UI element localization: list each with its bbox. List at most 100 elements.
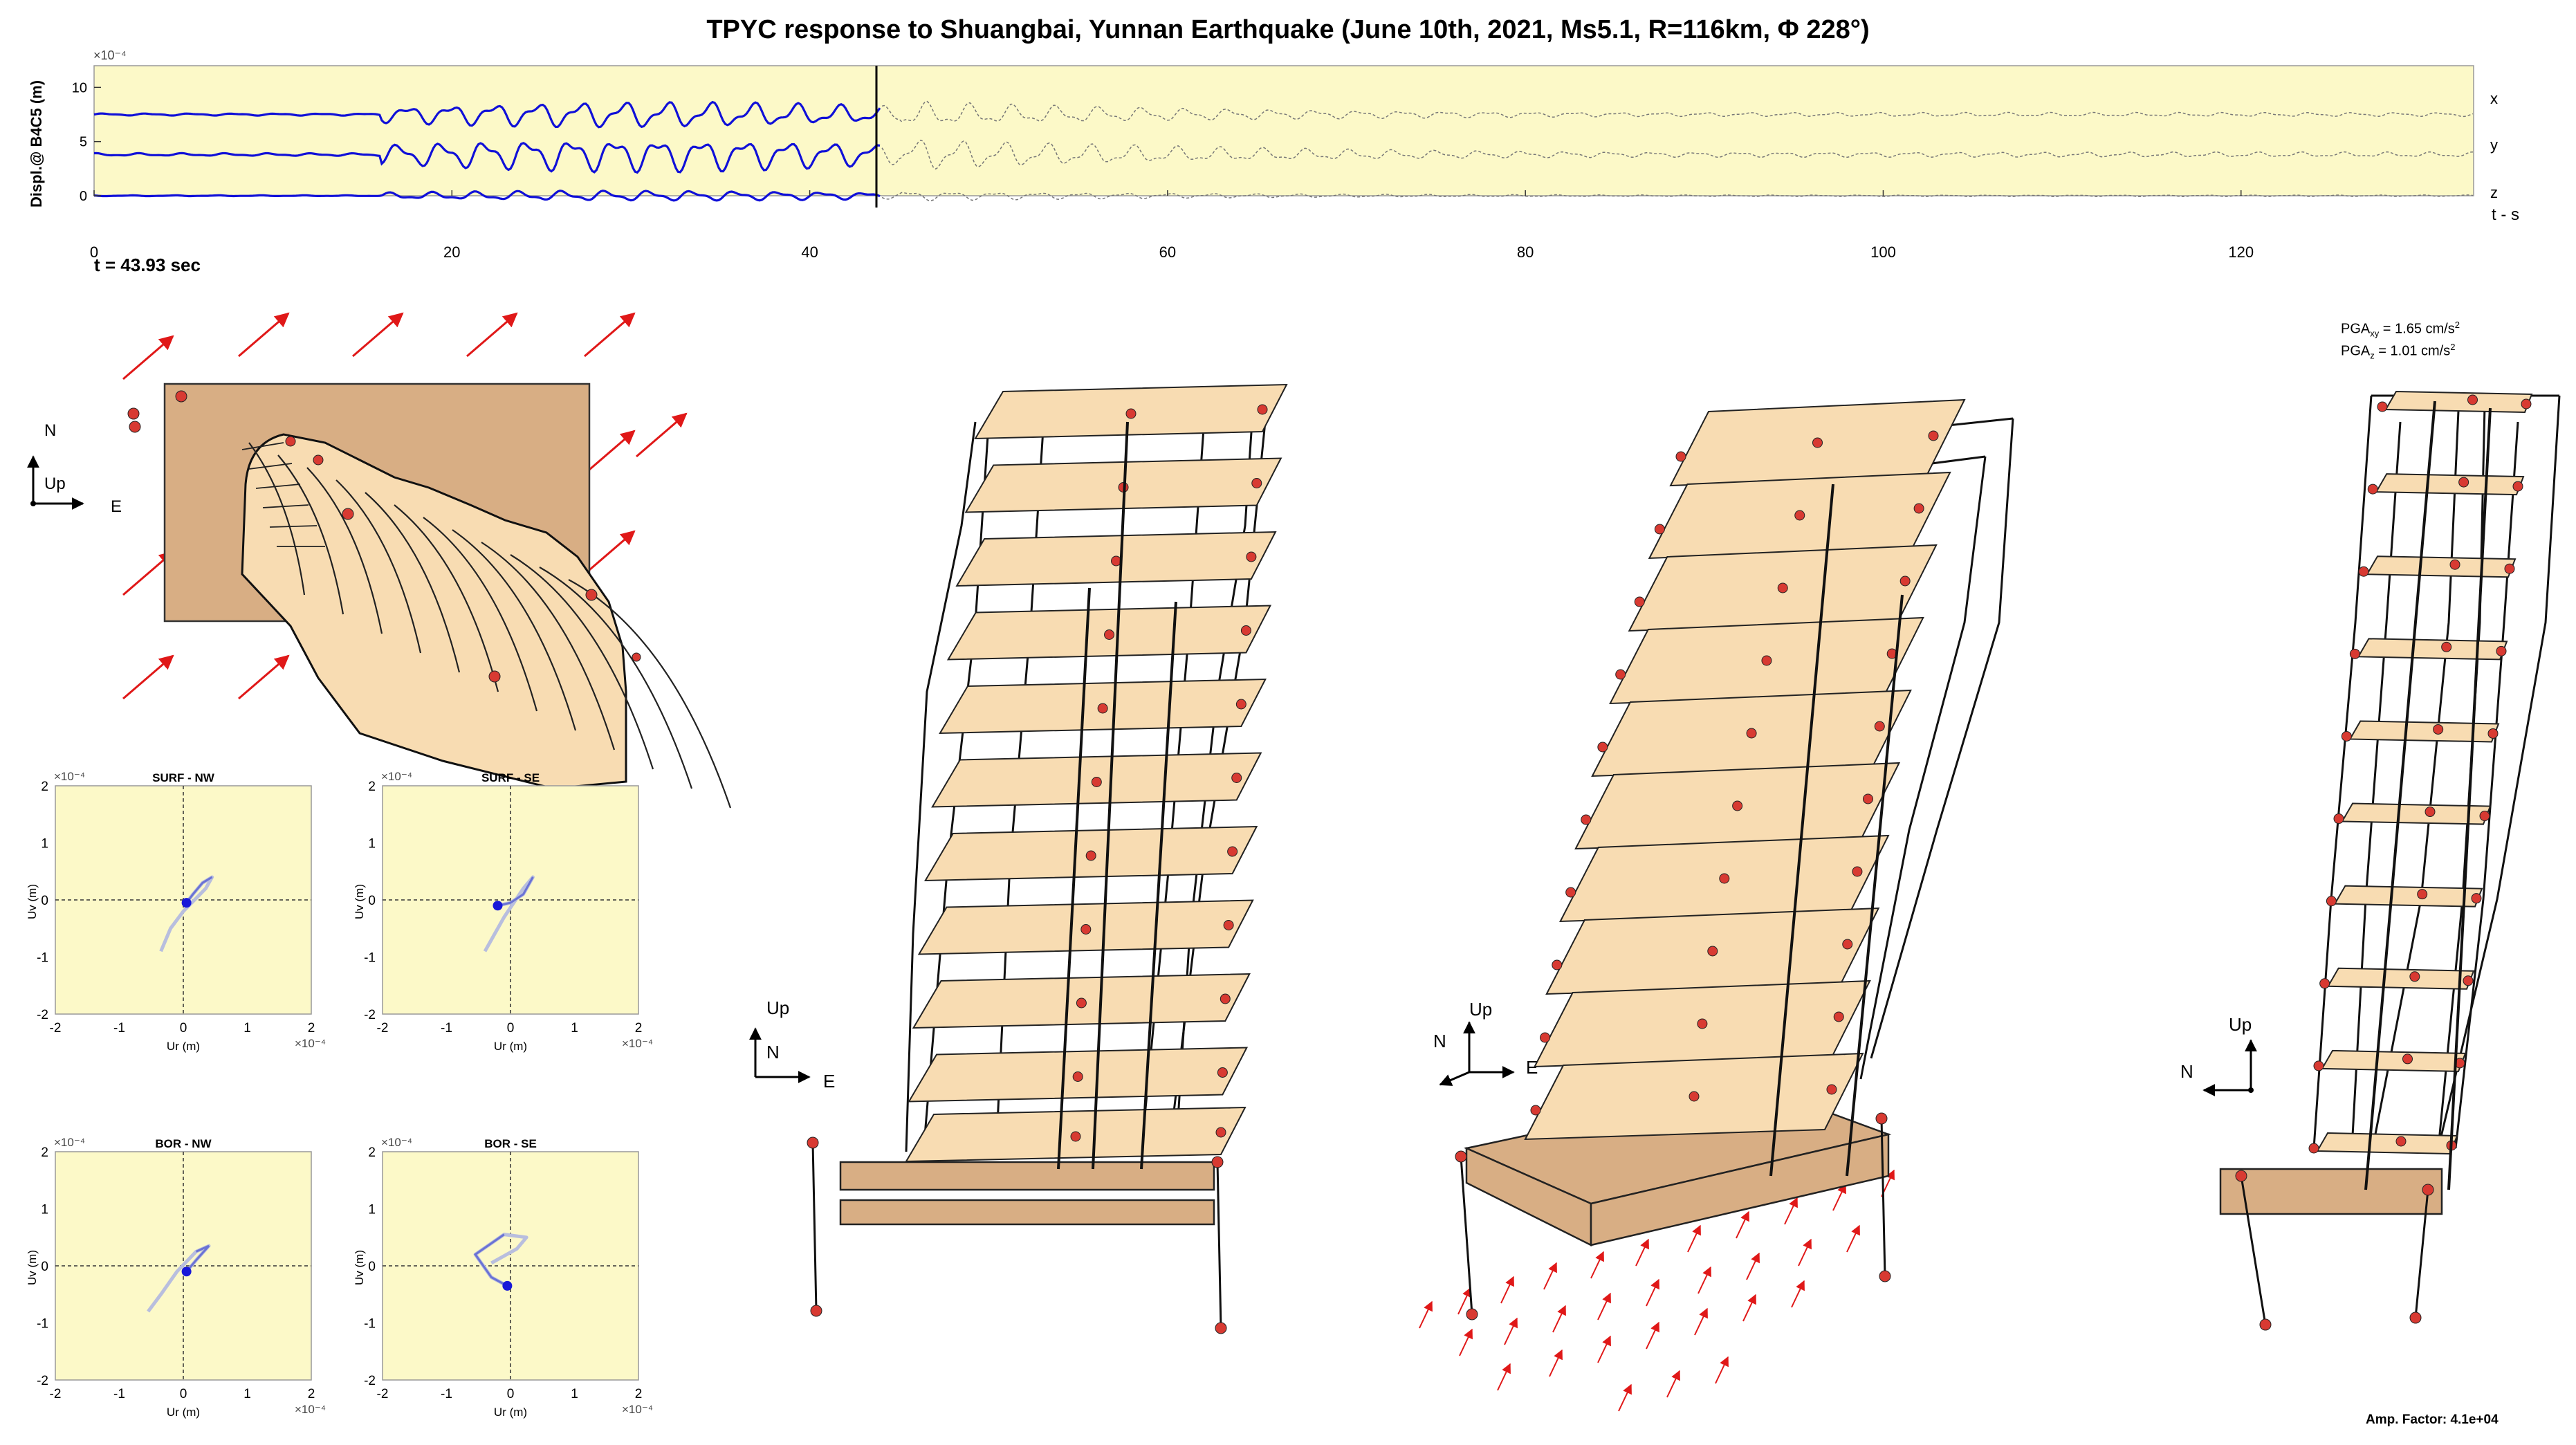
building-node: [1833, 1011, 1844, 1022]
building-node: [2319, 978, 2330, 989]
building-foundation: [839, 1161, 1215, 1191]
orbit-ylabel: Uv (m): [353, 884, 366, 919]
building-node: [1552, 959, 1563, 970]
building-node: [2326, 896, 2337, 907]
building-node: [2512, 481, 2523, 492]
plan-node: [488, 670, 501, 683]
building-node: [2367, 484, 2378, 495]
building-node: [1826, 1084, 1837, 1095]
seismogram-ytick-label: 10: [72, 80, 87, 95]
building-node: [1111, 555, 1122, 567]
building-node: [1675, 451, 1686, 462]
building-pile: [2414, 1189, 2429, 1318]
orbit-current-point: [493, 901, 503, 911]
building-node: [1070, 1131, 1081, 1142]
building-node: [2441, 641, 2452, 652]
view2-axis-triad: Up N E: [1433, 999, 1538, 1086]
orbit-ytick-label: -1: [364, 1317, 376, 1332]
building-node: [2487, 728, 2499, 739]
building-floor-slab: [2348, 720, 2500, 743]
building-view-side: Up N: [2180, 390, 2561, 1331]
ground-motion-arrow: [584, 530, 636, 576]
building-node: [1565, 887, 1576, 898]
ground-motion-arrow: [1597, 1335, 1611, 1363]
ground-motion-arrow: [1590, 1251, 1604, 1279]
orbit-ytick-label: 2: [41, 1145, 48, 1160]
building-node: [1634, 596, 1645, 607]
building-node: [2341, 730, 2352, 742]
ground-motion-arrow: [1500, 1276, 1514, 1304]
orbit-ytick-label: -1: [37, 1317, 48, 1332]
building-node: [1581, 814, 1592, 825]
ground-motion-arrow: [1497, 1363, 1511, 1391]
orbit-ytick-label: 1: [41, 837, 48, 852]
building-pile: [811, 1142, 818, 1311]
orbit-xtick-label: 1: [243, 1387, 251, 1401]
building-core-column: [1057, 587, 1091, 1170]
ground-motion-arrow: [1736, 1211, 1749, 1239]
plan-axis-e: E: [111, 497, 122, 516]
orbit-y-exponent: ×10⁻⁴: [381, 1136, 412, 1149]
view2-ground-arrows: [1419, 1169, 1895, 1412]
orbit-plot-title: BOR - SE: [484, 1137, 537, 1150]
plan-floor-contour: [394, 504, 499, 692]
orbit-ytick-label: -2: [364, 1008, 376, 1022]
building-node: [1597, 742, 1608, 753]
building-floor-slab: [2333, 885, 2483, 908]
ground-motion-arrow: [1459, 1328, 1473, 1356]
plan-node: [127, 407, 140, 420]
building-node: [2395, 1136, 2407, 1147]
building-node: [2417, 889, 2428, 900]
building-core-column: [1140, 601, 1177, 1170]
building-node: [1697, 1018, 1708, 1029]
plan-floor-contour: [269, 525, 318, 528]
plan-floor-contour: [365, 492, 461, 673]
orbit-ytick-label: 0: [41, 894, 48, 908]
plan-node: [585, 589, 598, 601]
building-node: [1257, 404, 1268, 415]
ground-motion-arrow: [1597, 1292, 1611, 1320]
building-frame-column: [2350, 421, 2402, 1149]
building-node: [2377, 401, 2388, 412]
building-node: [2521, 398, 2532, 409]
ground-motion-arrow: [1666, 1370, 1680, 1398]
seismogram-background: [93, 65, 2474, 196]
building-node: [2479, 811, 2490, 822]
building-node: [1104, 629, 1115, 640]
orbit-xtick-label: -2: [50, 1021, 62, 1036]
pile-node: [2409, 1311, 2422, 1324]
building-node: [1812, 437, 1823, 448]
seismogram-trace-played: [93, 190, 881, 202]
seismogram-xtick-label: 100: [1870, 243, 1896, 261]
seismogram-xlabel: t - s: [2492, 205, 2519, 224]
ground-motion-arrow: [122, 654, 174, 700]
orbit-y-exponent: ×10⁻⁴: [54, 770, 85, 783]
ground-motion-arrow: [1646, 1321, 1659, 1350]
building-node: [1719, 873, 1730, 884]
ground-motion-arrow: [636, 412, 688, 458]
pile-node: [2235, 1170, 2247, 1182]
plan-node: [129, 421, 141, 433]
building-frame-column: [905, 421, 977, 1152]
building-core-column: [2447, 407, 2492, 1190]
orbit-xtick-label: 0: [507, 1387, 515, 1401]
building-node: [2504, 563, 2515, 574]
building-node: [2425, 807, 2436, 818]
building-node: [1761, 655, 1772, 666]
plan-axis-up: Up: [44, 475, 66, 493]
plan-floor-contour: [510, 554, 654, 770]
orbit-xtick-label: -2: [377, 1387, 389, 1401]
seismogram-xtick-label: 80: [1517, 243, 1534, 261]
building-node: [2496, 645, 2507, 656]
building-frame-column: [2371, 395, 2460, 1149]
building-pile: [2240, 1175, 2267, 1325]
plan-floor-contour: [277, 454, 344, 615]
building-view-isometric: Up N E: [1419, 398, 2014, 1412]
ground-motion-arrow: [122, 335, 174, 380]
building-node: [1085, 850, 1096, 861]
building-node: [1080, 924, 1092, 935]
view2-axis-e: E: [1526, 1057, 1538, 1078]
